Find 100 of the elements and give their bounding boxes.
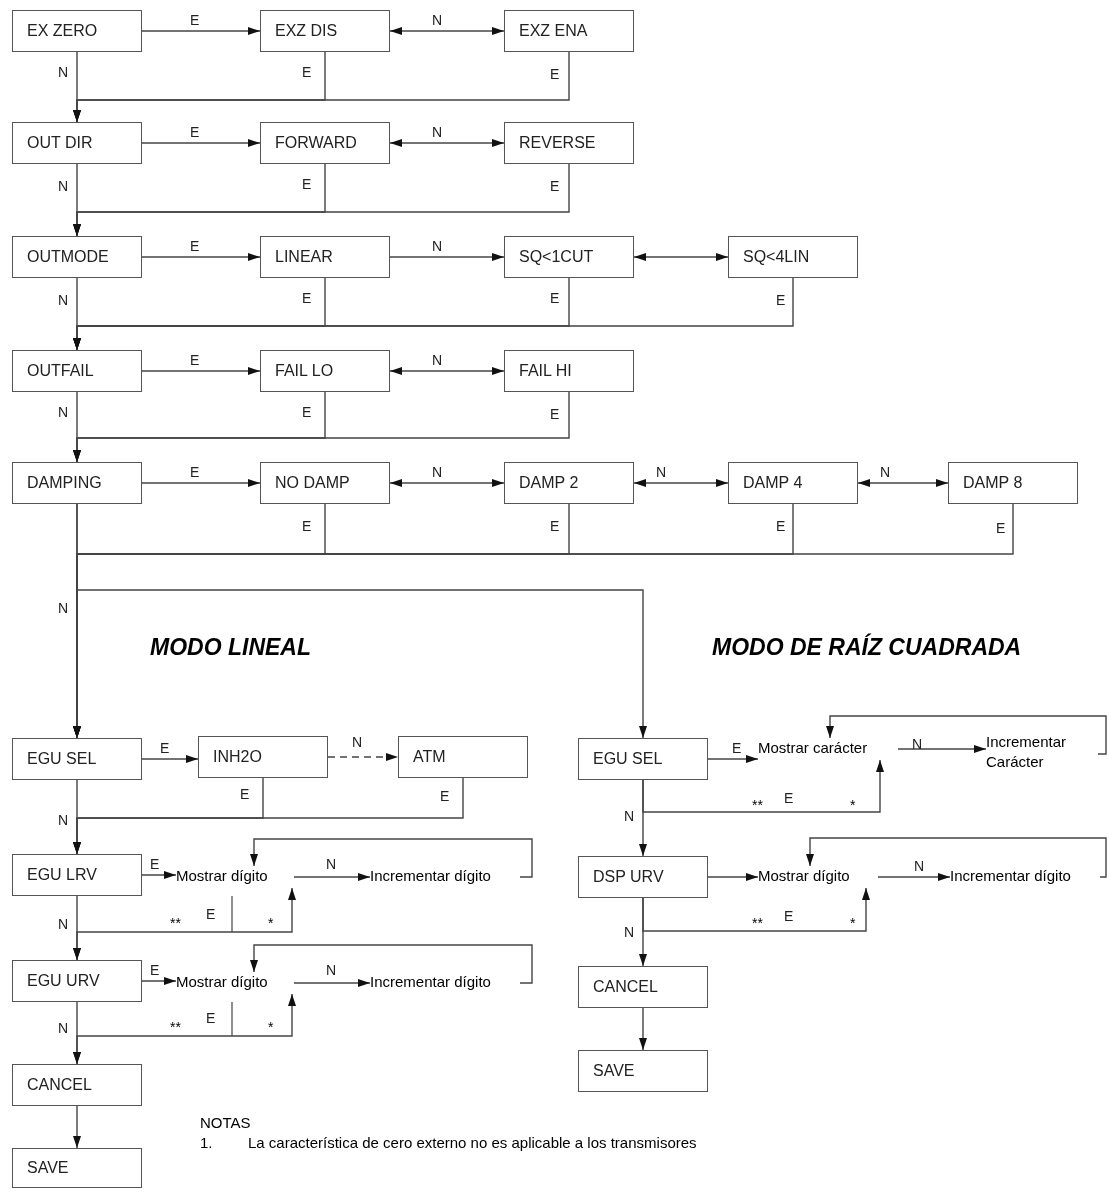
menu-box: DSP URV (578, 856, 708, 898)
arrow (857, 479, 949, 487)
digit-marker: * (850, 914, 856, 932)
menu-box: OUTMODE (12, 236, 142, 278)
menu-box: SAVE (578, 1050, 708, 1092)
arrow (633, 253, 729, 261)
edge-label: E (160, 740, 170, 756)
digit-marker: ** (752, 914, 763, 932)
edge-label: N (432, 238, 443, 254)
menu-box: SQ<4LIN (728, 236, 858, 278)
menu-box: DAMP 8 (948, 462, 1078, 504)
step-label: Mostrar dígito (758, 866, 878, 888)
menu-box: CANCEL (12, 1064, 142, 1106)
menu-box: EGU LRV (12, 854, 142, 896)
edge-label: E (302, 518, 312, 534)
edge-label: E (732, 740, 742, 756)
edge-label: N (432, 352, 443, 368)
edge-label: E (190, 464, 200, 480)
edge-label: E (302, 290, 312, 306)
edge-label: N (58, 404, 69, 420)
edge-label: N (624, 924, 635, 940)
arrow (141, 871, 177, 879)
edge-label: N (58, 1020, 69, 1036)
section-heading: MODO DE RAÍZ CUADRADA (712, 634, 1022, 661)
edge-label: N (58, 292, 69, 308)
menu-box: FORWARD (260, 122, 390, 164)
arrow (877, 873, 951, 881)
arrow (639, 897, 647, 967)
arrow (73, 895, 81, 961)
edge-label: N (352, 734, 363, 750)
edge-label: E (150, 856, 160, 872)
edge-label: E (206, 906, 216, 922)
arrow (327, 753, 399, 761)
arrow (639, 1007, 647, 1051)
edge-label: E (784, 790, 794, 806)
note-text: La característica de cero externo no es aplicable a los transmisores (248, 1134, 698, 1152)
edge-label: N (914, 858, 925, 874)
edge-label: E (550, 178, 560, 194)
arrow (141, 977, 177, 985)
edge-label: E (190, 124, 200, 140)
edge-label: N (432, 464, 443, 480)
edge-label: E (302, 64, 312, 80)
digit-marker: * (268, 914, 274, 932)
edge-label: E (240, 786, 250, 802)
menu-box: OUTFAIL (12, 350, 142, 392)
arrow (389, 139, 505, 147)
edge-label: N (326, 856, 337, 872)
arrow (141, 367, 261, 375)
edge-label: N (58, 812, 69, 828)
menu-box: SQ<1CUT (504, 236, 634, 278)
arrow (250, 838, 533, 878)
arrow (73, 1001, 81, 1065)
edge-label: E (996, 520, 1006, 536)
edge-label: N (58, 178, 69, 194)
menu-box: EX ZERO (12, 10, 142, 52)
arrow (642, 759, 884, 813)
menu-box: NO DAMP (260, 462, 390, 504)
menu-box: EGU SEL (578, 738, 708, 780)
step-label: Mostrar carácter (758, 738, 898, 760)
menu-box: DAMP 4 (728, 462, 858, 504)
arrow (389, 479, 505, 487)
arrow (897, 745, 987, 753)
digit-marker: ** (170, 1018, 181, 1036)
menu-box: DAMP 2 (504, 462, 634, 504)
edge-label: N (58, 916, 69, 932)
edge-label: E (150, 962, 160, 978)
edge-label: N (880, 464, 891, 480)
digit-marker: ** (170, 914, 181, 932)
arrow (389, 253, 505, 261)
arrow (639, 779, 647, 857)
edge-label: N (912, 736, 923, 752)
edge-label: E (550, 290, 560, 306)
edge-label: N (326, 962, 337, 978)
note-heading: NOTAS (200, 1114, 251, 1132)
arrow (73, 1105, 81, 1149)
arrow (141, 755, 199, 763)
section-heading: MODO LINEAL (150, 634, 311, 661)
edge-label: E (440, 788, 450, 804)
edge-label: E (776, 292, 786, 308)
note-heading: 1. (200, 1134, 213, 1152)
menu-box: EGU URV (12, 960, 142, 1002)
digit-marker: * (268, 1018, 274, 1036)
arrow (806, 837, 1107, 878)
arrow (141, 253, 261, 261)
edge-label: E (550, 66, 560, 82)
edge-label: E (776, 518, 786, 534)
arrow (389, 27, 505, 35)
edge-label: E (302, 176, 312, 192)
menu-box: EXZ DIS (260, 10, 390, 52)
arrow (707, 873, 759, 881)
edge-label: E (190, 238, 200, 254)
edge-label: N (624, 808, 635, 824)
edge-label: E (190, 352, 200, 368)
step-label: Incrementar Carácter (986, 732, 1098, 776)
arrow (141, 27, 261, 35)
arrow (389, 367, 505, 375)
edge-label: E (190, 12, 200, 28)
menu-box: SAVE (12, 1148, 142, 1188)
step-label: Mostrar dígito (176, 866, 294, 888)
edge-label: E (550, 406, 560, 422)
